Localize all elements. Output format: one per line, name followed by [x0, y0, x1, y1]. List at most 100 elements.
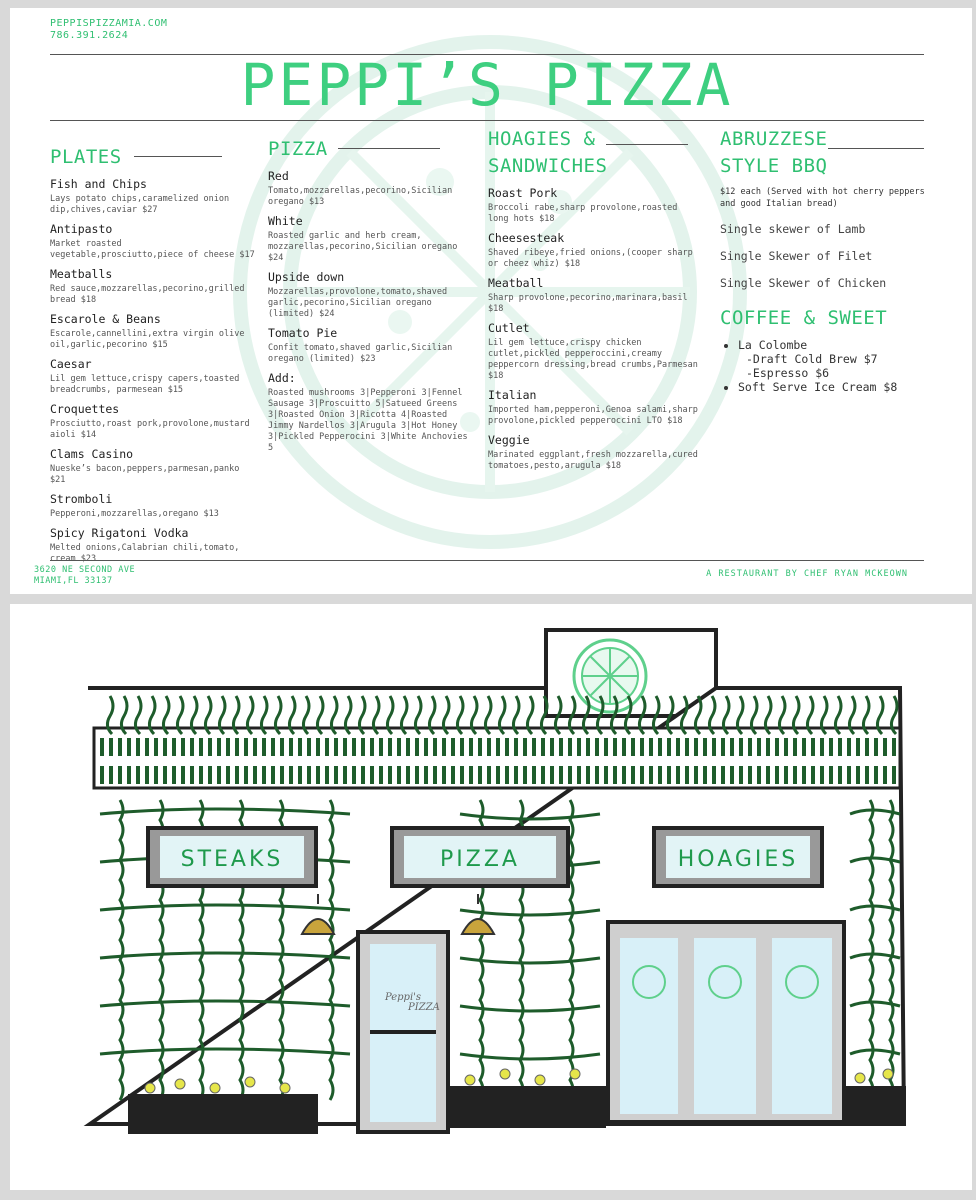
- menu-item-name: Roast Pork: [488, 186, 558, 200]
- menu-item-description: Lil gem lettuce,crispy chicken cutlet,pi…: [488, 338, 698, 381]
- menu-item-name: Croquettes: [50, 402, 120, 416]
- menu-item-name: Veggie: [488, 433, 530, 447]
- menu-item-name: Red: [268, 169, 289, 183]
- storefront-illustration: STEAKS PIZZA HOAGIES Peppi's PIZZA: [10, 604, 972, 1190]
- menu-item-name: Tomato Pie: [268, 326, 338, 340]
- storefront-drawing: STEAKS PIZZA HOAGIES Peppi's PIZZA: [83, 628, 907, 1134]
- menu-item-description: Sharp provolone,pecorino,marinara,basil …: [488, 293, 688, 314]
- menu-item-name: Italian: [488, 388, 537, 402]
- bbq-section: ABRUZZESE STYLE BBQ $12 each (Served wit…: [720, 126, 930, 394]
- menu-item-description: Lays potato chips,caramelized onion dip,…: [50, 194, 230, 215]
- menu-item-name: Meatball: [488, 276, 544, 290]
- menu-item-description: Market roasted vegetable,prosciutto,piec…: [50, 239, 255, 260]
- menu-item-description: Broccoli rabe,sharp provolone,roasted lo…: [488, 203, 678, 224]
- menu-item-description: Lil gem lettuce,crispy capers,toasted br…: [50, 374, 240, 395]
- menu-item-name: Spicy Rigatoni Vodka: [50, 526, 189, 540]
- menu-item-name: Fish and Chips: [50, 177, 147, 191]
- menu-item-name: Meatballs: [50, 267, 113, 281]
- front-door: Peppi's PIZZA: [356, 930, 450, 1134]
- menu-item-name: Upside down: [268, 270, 345, 284]
- hoagies-heading: HOAGIES & SANDWICHES: [488, 126, 698, 180]
- menu-item-name: Add:: [268, 371, 296, 385]
- sign-steaks: STEAKS: [146, 826, 318, 888]
- menu-item: Add: Roasted mushrooms 3|Pepperoni 3|Fenn…: [268, 371, 468, 454]
- pizza-watermark-icon: [233, 35, 747, 549]
- sign-steaks-text: STEAKS: [181, 847, 284, 872]
- menu-item-name: Clams Casino: [50, 447, 134, 461]
- top-divider: [50, 54, 924, 55]
- phone-number[interactable]: 786.391.2624: [50, 30, 129, 41]
- sign-pizza: PIZZA: [390, 826, 570, 888]
- sign-pizza-text: PIZZA: [440, 847, 520, 872]
- awning: [92, 726, 902, 790]
- menu-item-name: Escarole & Beans: [50, 312, 161, 326]
- website-link[interactable]: PEPPISPIZZAMIA.COM: [50, 18, 168, 29]
- pizza-heading: PIZZA: [268, 136, 468, 163]
- menu-item-description: Shaved ribeye,fried onions,(cooper sharp…: [488, 248, 693, 269]
- planters: [128, 1068, 906, 1134]
- address: 3620 NE SECOND AVE MIAMI,FL 33137: [34, 565, 136, 586]
- menu-item-name: Cutlet: [488, 321, 530, 335]
- sign-hoagies-text: HOAGIES: [678, 847, 799, 872]
- menu-item-description: Melted onions,Calabrian chili,tomato, cr…: [50, 543, 240, 564]
- lamp-left-icon: [300, 894, 336, 935]
- restaurant-title: PEPPI’S PIZZA: [240, 51, 734, 119]
- soft-serve-item: Soft Serve Ice Cream $8: [738, 380, 930, 394]
- chef-tagline: A RESTAURANT BY CHEF RYAN MCKEOWN: [706, 569, 908, 579]
- door-logo-sub: PIZZA: [407, 1002, 440, 1013]
- plates-heading: PLATES: [50, 144, 255, 171]
- bbq-item: Single Skewer of Chicken: [720, 276, 887, 290]
- menu-item-name: Stromboli: [50, 492, 113, 506]
- door-logo-text: Peppi's: [384, 992, 421, 1003]
- coffee-heading: COFFEE & SWEET: [720, 307, 888, 329]
- menu-item-description: Nueske’s bacon,peppers,parmesan,panko $2…: [50, 464, 240, 485]
- menu-item-description: Marinated eggplant,fresh mozzarella,cure…: [488, 450, 698, 471]
- menu-item-description: Confit tomato,shaved garlic,Sicilian ore…: [268, 343, 453, 364]
- menu-item-name: Caesar: [50, 357, 92, 371]
- menu-item-description: Mozzarellas,provolone,tomato,shaved garl…: [268, 287, 448, 319]
- menu-item-description: Escarole,cannellini,extra virgin olive o…: [50, 329, 245, 350]
- menu-item-description: Prosciutto,roast pork,provolone,mustard …: [50, 419, 250, 440]
- menu-item-name: White: [268, 214, 303, 228]
- bbq-item: Single Skewer of Filet: [720, 249, 873, 263]
- menu-item-description: Tomato,mozzarellas,pecorino,Sicilian ore…: [268, 186, 453, 207]
- bbq-note: $12 each (Served with hot cherry peppers…: [720, 187, 925, 209]
- menu-item-description: Roasted garlic and herb cream, mozzarell…: [268, 231, 458, 263]
- coffee-item: La Colombe -Draft Cold Brew $7 -Espresso…: [738, 338, 930, 380]
- title-divider: [50, 120, 924, 121]
- bottom-divider: [50, 560, 924, 561]
- bbq-item: Single skewer of Lamb: [720, 222, 866, 236]
- coffee-list: La Colombe -Draft Cold Brew $7 -Espresso…: [726, 338, 930, 394]
- contact-block: PEPPISPIZZAMIA.COM 786.391.2624: [50, 18, 167, 42]
- menu-item-name: Cheesesteak: [488, 231, 565, 245]
- menu-page: PEPPISPIZZAMIA.COM 786.391.2624 PEPPI’S …: [10, 8, 972, 594]
- pizza-logo-icon: [572, 638, 648, 714]
- storefront-windows: [606, 920, 846, 1124]
- menu-item-description: Roasted mushrooms 3|Pepperoni 3|Fennel S…: [268, 388, 468, 453]
- menu-item-description: Imported ham,pepperoni,Genoa salami,shar…: [488, 405, 698, 426]
- menu-item-description: Pepperoni,mozzarellas,oregano $13: [50, 509, 219, 519]
- menu-item-description: Red sauce,mozzarellas,pecorino,grilled b…: [50, 284, 245, 305]
- lamp-right-icon: [460, 894, 496, 935]
